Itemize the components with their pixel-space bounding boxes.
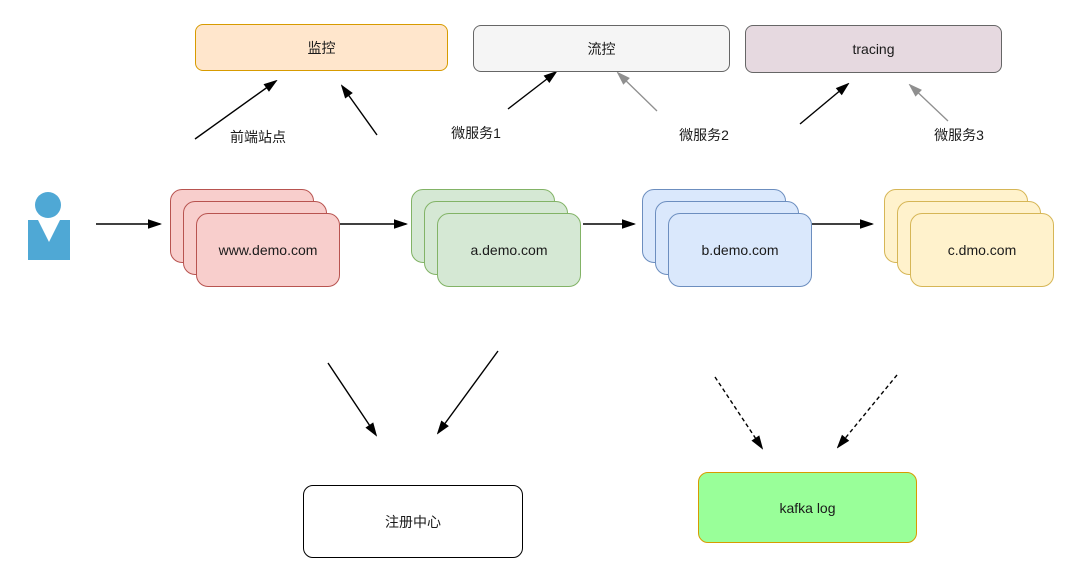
arrow-frontend-to-monitoring (194, 81, 276, 140)
box-registry-label: 注册中心 (385, 513, 441, 530)
label-microservice-2: 微服务2 (679, 127, 729, 143)
arrow-ms2-to-flowcontrol (618, 73, 658, 112)
arrow-www-to-monitoring (342, 86, 378, 136)
box-registry-center: 注册中心 (303, 485, 523, 558)
stack-a-demo-com: a.demo.com (411, 189, 582, 288)
box-kafka-label: kafka log (779, 499, 836, 516)
stack-c-label: c.dmo.com (947, 242, 1017, 258)
arrow-ms1-to-flowcontrol (507, 72, 556, 110)
stack-b-label: b.demo.com (701, 242, 779, 258)
arrow-www-to-registry (327, 362, 376, 435)
stack-c-dmo-com: c.dmo.com (884, 189, 1055, 288)
arrow-b-to-kafka-dashed (714, 376, 762, 448)
box-flow-control-label: 流控 (587, 40, 616, 57)
box-flow-control: 流控 (473, 25, 730, 72)
stack-www-label: www.demo.com (218, 242, 318, 258)
stack-card-front: c.dmo.com (910, 213, 1054, 287)
label-microservice-1: 微服务1 (451, 125, 501, 141)
stack-card-front: a.demo.com (437, 213, 581, 287)
box-tracing-label: tracing (852, 41, 895, 57)
stack-card-front: b.demo.com (668, 213, 812, 287)
arrow-to-tracing-left (799, 84, 848, 125)
arrow-c-to-kafka-dashed (838, 374, 898, 447)
label-frontend-site: 前端站点 (230, 129, 286, 145)
label-microservice-3: 微服务3 (934, 127, 984, 143)
stack-www-demo-com: www.demo.com (170, 189, 341, 288)
box-monitoring-label: 监控 (307, 39, 336, 56)
box-monitoring: 监控 (195, 24, 448, 71)
user-icon (28, 192, 70, 260)
arrow-ms3-to-tracing (910, 85, 949, 122)
stack-card-front: www.demo.com (196, 213, 340, 287)
stack-a-label: a.demo.com (470, 242, 548, 258)
box-kafka-log: kafka log (698, 472, 917, 543)
arrow-a-to-registry (438, 350, 499, 433)
box-tracing: tracing (745, 25, 1002, 73)
stack-b-demo-com: b.demo.com (642, 189, 813, 288)
